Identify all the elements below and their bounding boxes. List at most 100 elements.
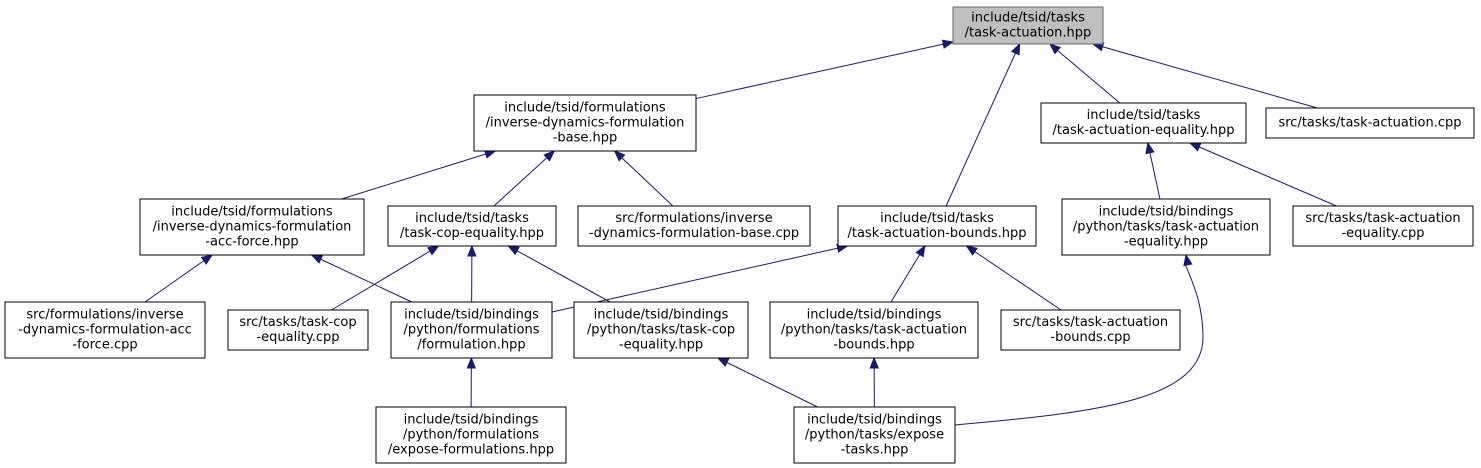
node-bpyform[interactable]: include/tsid/bindings/python/formulation… [390,301,553,359]
node-label-line: include/tsid/tasks [880,211,994,226]
edge-bpyform-to-tce [467,244,477,303]
edge-line [614,150,674,207]
node-label-line: /python/formulations [403,323,539,338]
node-label-line: /python/tasks/expose [805,428,944,443]
node-label-line: -dynamics-formulation-base.cpp [589,226,799,241]
edge-line [551,245,848,313]
arrow-head [466,356,477,369]
node-label-line: -equality.hpp [1124,235,1208,250]
node-label-line: -acc-force.hpp [205,235,298,250]
edge-line [311,254,413,303]
node-label-line: /task-actuation-bounds.hpp [847,226,1026,241]
node-tacpp[interactable]: src/tasks/task-actuation.cpp [1265,107,1475,139]
arrow-head [1145,141,1155,155]
node-tae[interactable]: include/tsid/tasks/task-actuation-equali… [1040,102,1247,144]
edge-bpytce-to-tce [507,245,611,303]
node-label-line: -equality.cpp [1341,226,1424,241]
edge-line [966,245,1062,311]
node-label-line: include/tsid/bindings [594,308,729,323]
node-box [1061,198,1271,256]
edge-line [1049,43,1121,104]
node-label-line: -base.hpp [553,131,618,146]
node-label-line: include/tsid/bindings [404,308,539,323]
arrow-head [543,150,556,162]
node-label-line: -force.cpp [72,338,137,353]
node-box [952,6,1104,45]
node-label-line: include/tsid/tasks [1087,108,1201,123]
edge-line [954,265,1204,426]
node-tce[interactable]: include/tsid/tasks/task-cop-equality.hpp [387,205,557,247]
node-box [375,406,567,464]
node-tabcpp[interactable]: src/tasks/task-actuation-bounds.cpp [1000,309,1181,351]
node-label-line: /python/formulations [403,428,539,443]
edge-bpytab-to-tab [890,244,926,303]
node-bpyexpform[interactable]: include/tsid/bindings/python/formulation… [375,406,567,464]
node-idfbcpp[interactable]: src/formulations/inverse-dynamics-formul… [577,205,811,247]
node-idfafcpp[interactable]: src/formulations/inverse-dynamics-formul… [4,301,206,359]
node-label-line: -equality.cpp [256,330,339,345]
arrow-head [965,245,978,256]
graph-nodes: include/tsid/tasks/task-actuation.hppinc… [4,6,1475,464]
edge-line [945,43,1021,207]
node-label-line: include/tsid/tasks [971,11,1085,26]
node-label-line: /python/tasks/task-actuation [781,323,967,338]
arrow-head [1188,142,1202,152]
arrow-head [869,356,879,369]
node-box [139,198,365,256]
node-label-line: include/tsid/bindings [807,413,942,428]
arrow-head [427,245,440,256]
node-idfaf[interactable]: include/tsid/formulations/inverse-dynami… [139,198,365,256]
node-box [390,301,553,359]
node-label-line: -tasks.hpp [841,443,909,458]
edge-idfaf-to-idfb [341,149,497,200]
node-root[interactable]: include/tsid/tasks/task-actuation.hpp [952,6,1104,45]
node-box [1000,309,1181,351]
node-label-line: -bounds.cpp [1050,330,1130,345]
node-label-line: include/tsid/tasks [415,211,529,226]
edge-tae-to-root [1048,43,1121,104]
edge-line [144,254,213,303]
node-box [227,309,369,351]
node-tcecpp[interactable]: src/tasks/task-cop-equality.cpp [227,309,369,351]
node-box [1040,102,1247,144]
arrow-head [507,245,520,256]
node-label-line: include/tsid/bindings [807,308,942,323]
edge-bpyform-to-idfaf [310,254,413,303]
edge-tabcpp-to-tab [965,245,1062,311]
node-idfb[interactable]: include/tsid/formulations/inverse-dynami… [473,94,697,152]
arrow-head [1048,43,1061,55]
node-label-line: /task-cop-equality.hpp [400,226,544,241]
arrow-head [915,244,926,258]
node-bpytab[interactable]: include/tsid/bindings/python/tasks/task-… [769,301,979,359]
node-bpytae[interactable]: include/tsid/bindings/python/tasks/task-… [1061,198,1271,256]
edge-bpyexptasks-to-bpytab [869,356,879,408]
node-label-line: src/tasks/task-actuation.cpp [1278,116,1461,131]
node-box [793,406,956,464]
node-label-line: src/formulations/inverse [26,308,183,323]
arrow-head [1010,42,1021,56]
node-bpyexptasks[interactable]: include/tsid/bindings/python/tasks/expos… [793,406,956,464]
edge-tab-to-root [945,42,1021,207]
edge-idfafcpp-to-idfaf [144,254,214,303]
edge-line [1092,43,1318,109]
node-box [1292,205,1474,247]
node-label-line: /formulation.hpp [417,338,525,353]
node-label-line: -equality.hpp [619,338,703,353]
edge-line [717,357,818,408]
edge-line [341,150,496,200]
node-label-line: -bounds.hpp [833,338,914,353]
arrow-head [1183,253,1193,267]
edge-tacpp-to-root [1091,42,1318,109]
edge-line [695,41,954,100]
node-box [473,94,697,152]
node-taecpp[interactable]: src/tasks/task-actuation-equality.cpp [1292,205,1474,247]
node-bpytce[interactable]: include/tsid/bindings/python/tasks/task-… [573,301,749,359]
node-tab[interactable]: include/tsid/tasks/task-actuation-bounds… [837,205,1037,247]
node-box [573,301,749,359]
node-label-line: src/tasks/task-cop [239,315,356,330]
node-label-line: /task-actuation.hpp [965,26,1092,41]
edge-bpyexptasks-to-bpytce [716,357,818,408]
node-label-line: include/tsid/bindings [1099,205,1234,220]
node-label-line: include/tsid/formulations [504,101,666,116]
